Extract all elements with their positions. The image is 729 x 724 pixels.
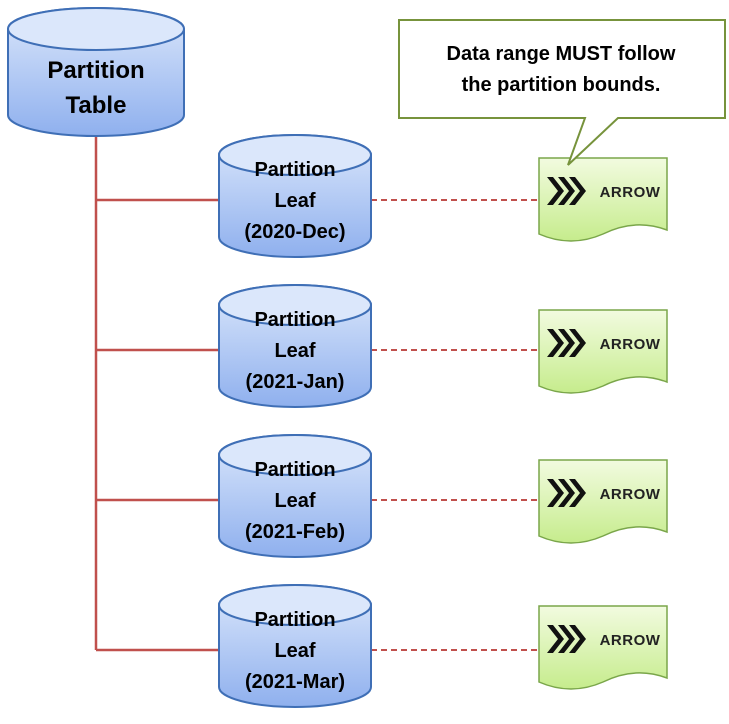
tree-connectors <box>94 136 540 652</box>
triple-chevron-icon <box>547 479 586 507</box>
leaf-cylinder-top <box>218 434 372 476</box>
callout-bubble <box>398 19 726 166</box>
triple-chevron-icon <box>547 625 586 653</box>
leaf-label-line: Leaf <box>274 190 315 212</box>
callout-line-2: the partition bounds. <box>462 74 661 96</box>
chevron-shape <box>558 479 575 507</box>
leaf-label-line: Leaf <box>274 490 315 512</box>
arrow-file: ARROW <box>538 605 668 690</box>
arrow-file-label: ARROW <box>600 184 661 201</box>
leaf-label-line: Partition <box>254 459 335 481</box>
leaf-label-line: Leaf <box>274 640 315 662</box>
leaf-cylinder-top <box>218 584 372 626</box>
leaf-label-line: (2021-Mar) <box>245 671 345 693</box>
leaf-label-line: Leaf <box>274 340 315 362</box>
partition-table-cylinder: Partition Table <box>7 7 185 137</box>
arrow-file: ARROW <box>538 157 668 242</box>
chevron-shape <box>547 329 564 357</box>
triple-chevron-icon <box>547 329 586 357</box>
leaf-cylinder-top <box>218 284 372 326</box>
triple-chevron-icon <box>547 177 586 205</box>
arrow-file-label: ARROW <box>600 336 661 353</box>
chevron-shape <box>558 329 575 357</box>
chevron-shape <box>547 177 564 205</box>
chevron-shape <box>558 177 575 205</box>
chevron-shape <box>569 479 586 507</box>
leaf-label-line: Partition <box>254 609 335 631</box>
chevron-shape <box>558 625 575 653</box>
partition-leaves: PartitionLeaf(2020-Dec)PartitionLeaf(202… <box>218 134 372 708</box>
leaf-label-line: Partition <box>254 159 335 181</box>
arrow-file-label: ARROW <box>600 632 661 649</box>
chevron-shape <box>547 625 564 653</box>
leaf-label-line: (2021-Jan) <box>246 371 345 393</box>
chevron-shape <box>569 177 586 205</box>
root-label-line-1: Partition <box>47 57 144 84</box>
leaf-cylinder-top <box>218 134 372 176</box>
leaf-label-line: Partition <box>254 309 335 331</box>
chevron-shape <box>547 479 564 507</box>
leaf-label-line: (2021-Feb) <box>245 521 345 543</box>
callout-box: Data range MUST follow the partition bou… <box>398 19 726 166</box>
arrow-file: ARROW <box>538 309 668 394</box>
chevron-shape <box>569 329 586 357</box>
root-cylinder-top <box>7 7 185 51</box>
arrow-files: ARROW ARROW ARROW ARROW <box>538 157 668 690</box>
arrow-file-label: ARROW <box>600 486 661 503</box>
leaf-label-line: (2020-Dec) <box>244 221 345 243</box>
arrow-file: ARROW <box>538 459 668 544</box>
root-label-line-2: Table <box>66 92 127 119</box>
chevron-shape <box>569 625 586 653</box>
callout-line-1: Data range MUST follow <box>447 43 676 65</box>
